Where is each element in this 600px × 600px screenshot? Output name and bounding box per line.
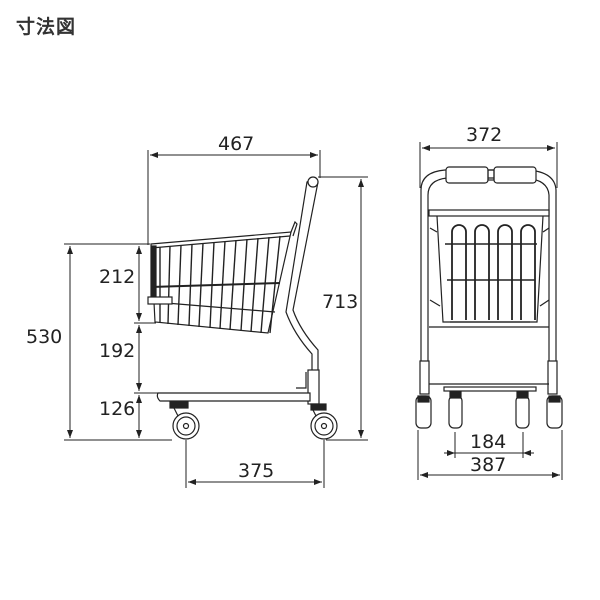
dim-basket-bottom-height: 530 (26, 326, 62, 348)
dim-wheelbase: 375 (238, 460, 274, 482)
dim-overall-width: 372 (466, 124, 502, 146)
side-view-dimensions (64, 150, 368, 488)
page-title: 寸法図 (16, 16, 77, 38)
dim-inner-caster-span: 184 (470, 431, 506, 453)
side-view-cart (147, 176, 338, 440)
dim-outer-caster-span: 387 (470, 454, 506, 476)
dim-overall-length: 467 (218, 133, 254, 155)
dim-overall-height: 713 (322, 291, 358, 313)
dim-basket-to-base: 192 (99, 340, 135, 362)
front-view-cart (415, 166, 563, 429)
dim-basket-depth: 212 (99, 266, 135, 288)
dim-base-height: 126 (99, 398, 135, 420)
front-view-dimensions (417, 142, 563, 480)
